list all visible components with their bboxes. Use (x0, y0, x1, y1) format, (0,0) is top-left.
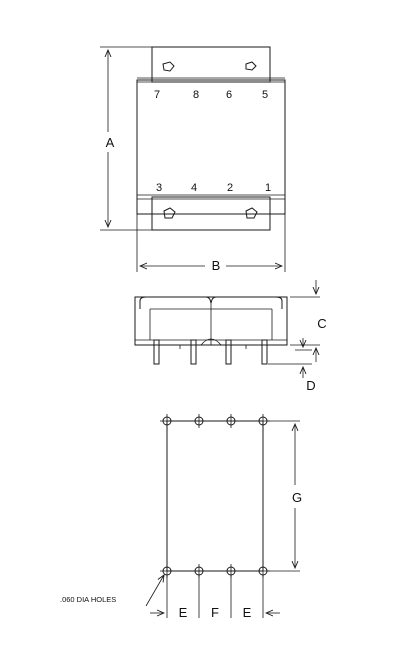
footprint-outline (166, 420, 264, 572)
side-pin (153, 339, 160, 365)
dimension-g: G (267, 420, 302, 572)
dimension-b: B (136, 214, 286, 273)
dim-label-c: C (317, 316, 326, 331)
pin-label-5: 5 (262, 89, 268, 101)
side-view (134, 296, 288, 365)
dim-label-e-left: E (179, 605, 188, 620)
footprint-holes (160, 414, 270, 578)
dim-label-e-right: E (243, 605, 252, 620)
pin-label-8: 8 (193, 89, 199, 101)
mount-hole-top-right (245, 61, 257, 71)
pin-label-2: 2 (227, 182, 233, 194)
dimension-d: D (268, 338, 316, 393)
dimension-efe: E F E (150, 575, 280, 620)
dim-label-a: A (106, 135, 115, 150)
side-pins (153, 339, 268, 365)
hole-note-text: .060 DIA HOLES (60, 595, 116, 604)
dim-label-f: F (211, 605, 219, 620)
pin-label-4: 4 (191, 182, 197, 194)
pin-label-6: 6 (226, 89, 232, 101)
pin-label-3: 3 (156, 182, 162, 194)
footprint-view (160, 414, 270, 578)
dim-label-g: G (292, 490, 302, 505)
top-view: 7 8 6 5 3 4 2 1 (136, 46, 286, 231)
pin-label-1: 1 (265, 182, 271, 194)
core-body (136, 79, 286, 215)
pin-label-7: 7 (154, 89, 160, 101)
dim-label-d: D (306, 378, 315, 393)
dimension-a: A (100, 46, 152, 231)
top-bracket (137, 46, 285, 83)
bottom-bracket (137, 194, 285, 231)
side-pin (225, 339, 232, 365)
mount-hole-bottom-right (245, 207, 258, 219)
mount-hole-bottom-left (163, 207, 176, 219)
hole-note: .060 DIA HOLES (60, 575, 164, 607)
dim-label-b: B (212, 258, 221, 273)
mount-hole-top-left (162, 61, 175, 72)
side-pin (261, 339, 268, 365)
side-pin (190, 339, 197, 365)
